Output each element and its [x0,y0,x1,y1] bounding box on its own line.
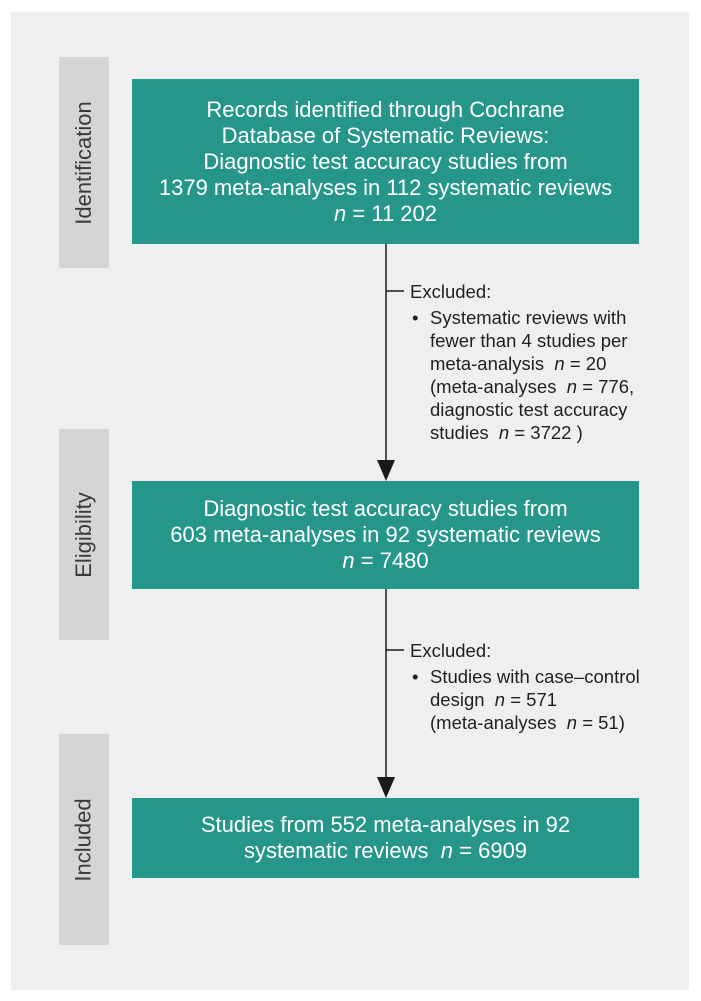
exclusion-text: meta-analysis [430,353,545,374]
n-value: = 776, [582,376,635,397]
exclusion-heading: Excluded: [410,281,492,302]
n-label: n [498,422,510,443]
exclusion-line: meta-analysis n = 20 [430,352,634,375]
stage-eligibility: Eligibility [59,429,109,640]
arrowhead-1 [377,460,395,481]
box-line: 603 meta-analyses in 92 systematic revie… [170,522,601,547]
n-label: n [554,353,565,374]
exclusion-text: (meta-analyses [430,712,557,733]
exclusion-bullet: Studies with case–control design n = 571… [410,665,640,734]
n-value: = 51) [582,712,625,733]
box-count: n = 7480 [342,548,428,574]
exclusion-line: studies n = 3722 ) [430,421,634,444]
n-label: n [342,548,355,573]
n-label: n [334,200,347,226]
n-value: = 7480 [360,548,429,573]
exclusion-line: diagnostic test accuracy [430,399,628,420]
exclusion-heading: Excluded: [410,640,492,661]
exclusion-line: (meta-analyses n = 776, [430,375,634,398]
box-line: Diagnostic test accuracy studies from [203,496,568,521]
n-value: = 20 [569,353,607,374]
box-line: Records identified through Cochrane [206,96,565,122]
n-value: = 3722 ) [514,422,583,443]
box-count: n = 11 202 [334,201,437,227]
exclusion-line: (meta-analyses n = 51) [430,711,640,734]
box-line: Diagnostic test accuracy studies from [203,148,568,174]
n-label: n [566,712,578,733]
stage-identification: Identification [59,57,109,268]
n-value: = 571 [510,689,558,710]
exclusion-line: fewer than 4 studies per [430,330,628,351]
box-records-identified: Records identified through Cochrane Data… [132,79,639,244]
box-eligible-studies: Diagnostic test accuracy studies from 60… [132,481,639,589]
exclusion-line: Studies with case–control [430,666,640,687]
box-included-studies: Studies from 552 meta-analyses in 92 sys… [132,798,639,878]
exclusion-bullet: Systematic reviews with fewer than 4 stu… [410,306,634,444]
n-label: n [494,689,506,710]
exclusion-1: Excluded: Systematic reviews with fewer … [410,280,634,444]
n-value: = 11 202 [352,200,437,226]
stage-included: Included [59,734,109,945]
n-value: = 6909 [459,838,528,863]
n-label: n [440,838,454,863]
exclusion-text: studies [430,422,489,443]
exclusion-2: Excluded: Studies with case–control desi… [410,639,640,734]
box-line: Studies from 552 meta-analyses in 92 [200,812,571,837]
n-label: n [566,376,578,397]
exclusion-line: design n = 571 [430,688,640,711]
box-line: Database of Systematic Reviews: [221,122,550,148]
exclusion-text: (meta-analyses [430,376,557,397]
box-line-prefix: systematic reviews [243,838,429,863]
exclusion-line: Systematic reviews with [430,307,627,328]
exclusion-text: design [430,689,485,710]
box-count: systematic reviews n = 6909 [244,838,527,864]
box-line: 1379 meta-analyses in 112 systematic rev… [158,174,613,200]
arrowhead-2 [377,777,395,798]
